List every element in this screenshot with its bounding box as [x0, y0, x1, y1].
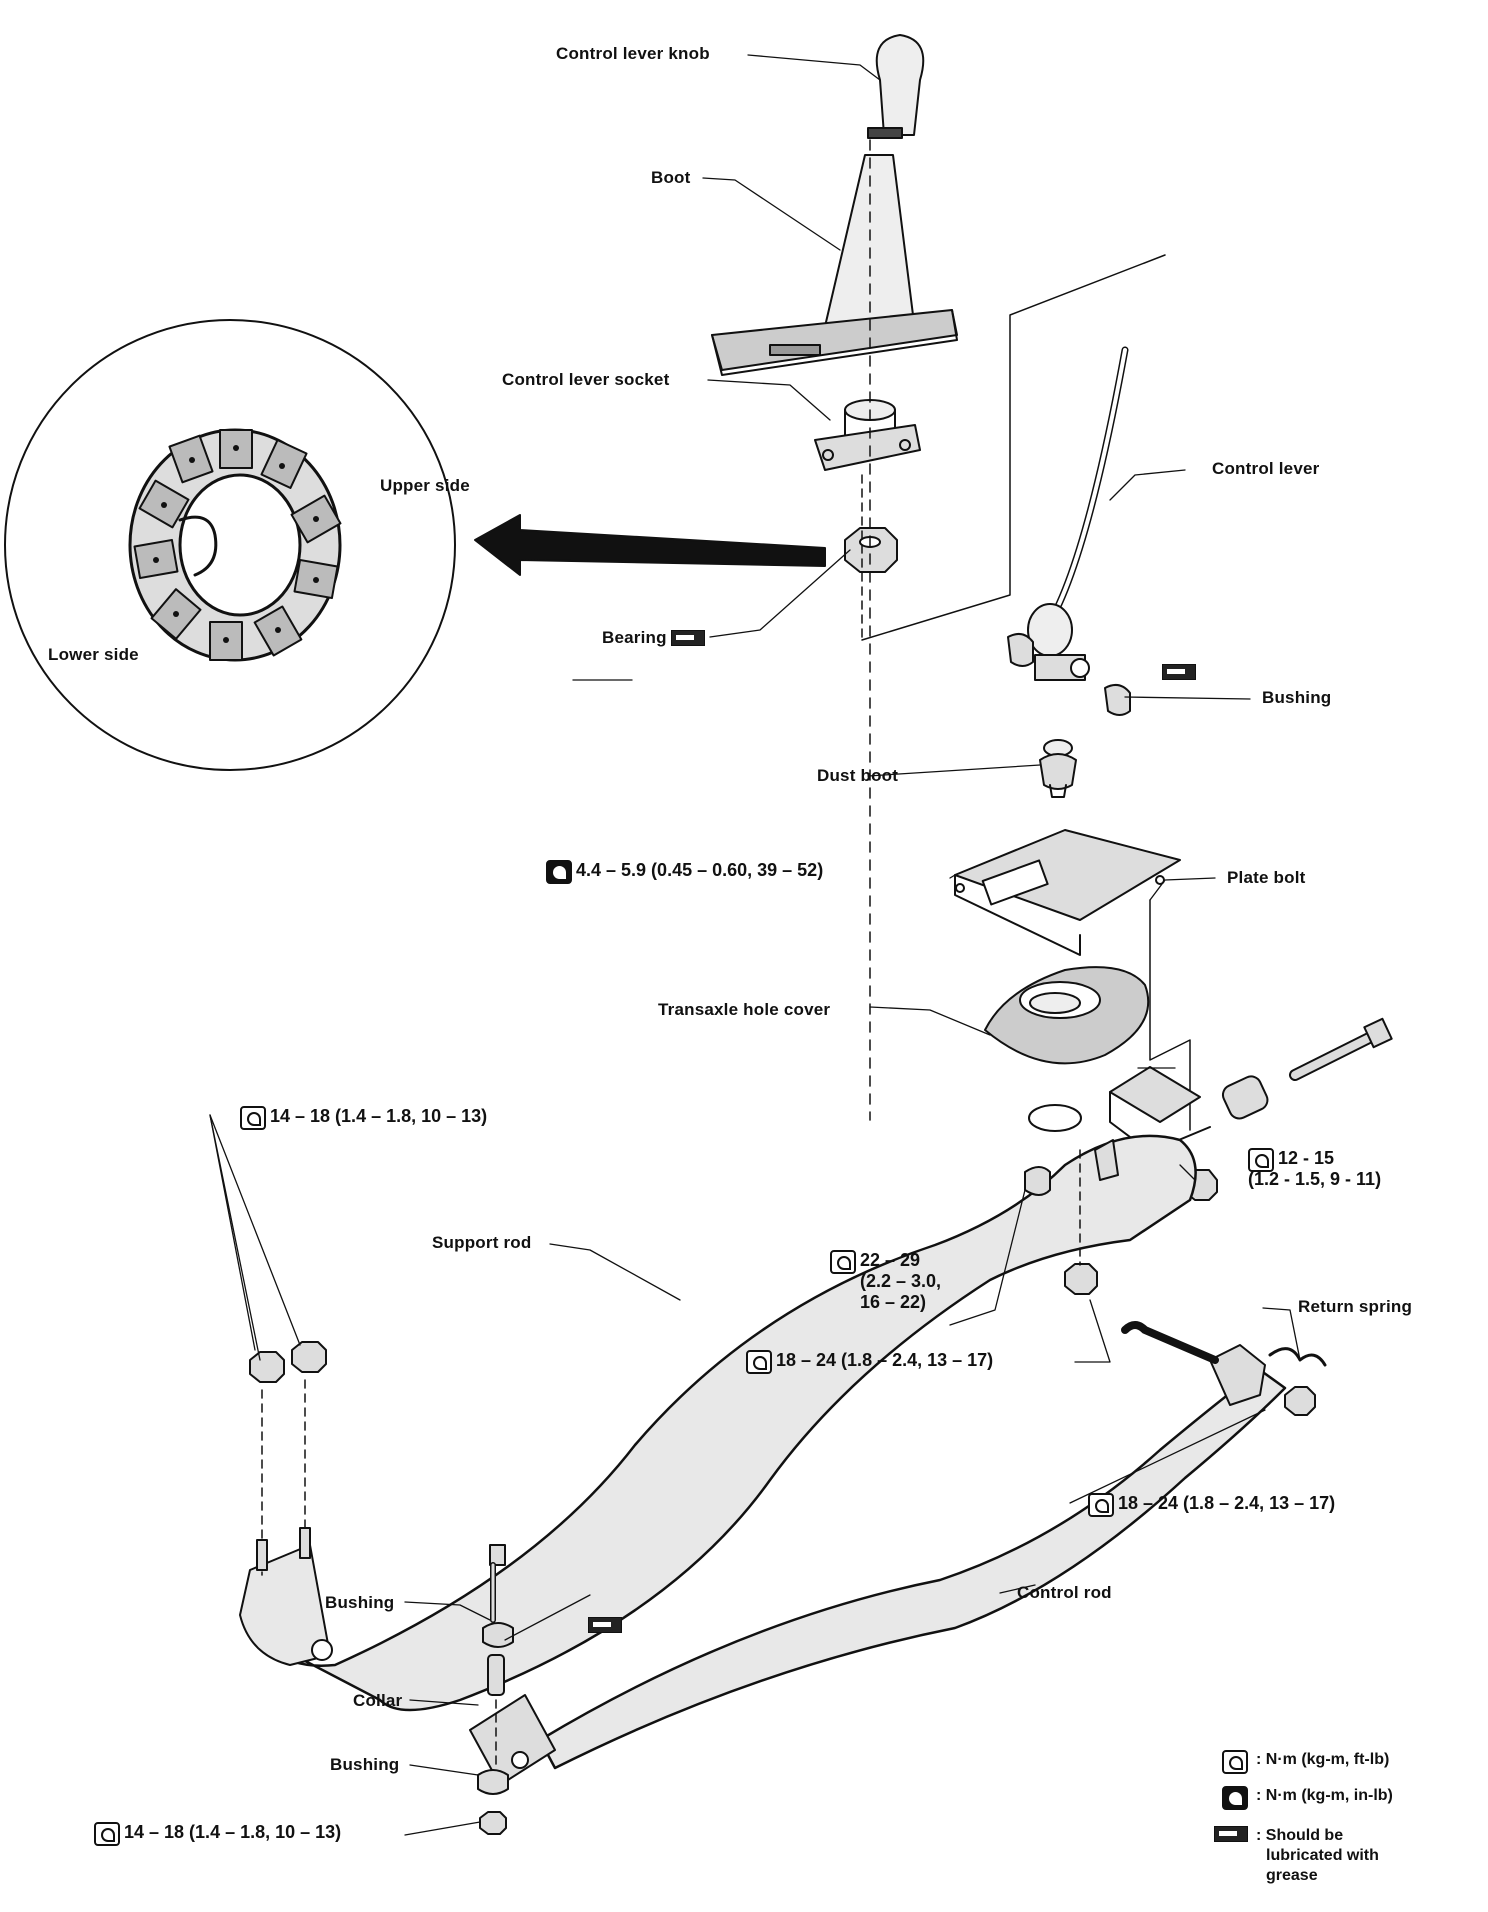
label-bushing-upper: Bushing	[325, 1593, 395, 1612]
torque-support-rod-line1: 22 – 29	[860, 1250, 921, 1270]
torque-wrench-icon	[94, 1822, 120, 1846]
legend-nm-inlb-text: : N·m (kg-m, in-lb)	[1256, 1787, 1393, 1804]
legend-nm-ftlb-text: : N·m (kg-m, ft-lb)	[1256, 1751, 1390, 1768]
torque-support-nuts: 14 – 18 (1.4 – 1.8, 10 – 13)	[240, 1106, 487, 1130]
grease-icon	[670, 630, 705, 646]
torque-plate-bolt: 4.4 – 5.9 (0.45 – 0.60, 39 – 52)	[546, 860, 823, 884]
label-bearing: Bearing	[602, 628, 705, 648]
label-bushing-lower: Bushing	[330, 1755, 400, 1774]
view-arrow-icon	[474, 514, 826, 576]
label-control-lever-knob: Control lever knob	[556, 44, 710, 63]
label-lower-side: Lower side	[48, 645, 139, 664]
torque-wrench-filled-icon	[1222, 1786, 1248, 1810]
dust-boot	[1039, 739, 1077, 798]
grease-icon	[588, 1617, 622, 1633]
torque-wrench-icon	[1222, 1750, 1248, 1774]
control-rod	[469, 1321, 1327, 1786]
torque-lower-nut: 18 – 24 (1.8 – 2.4, 13 – 17)	[746, 1350, 993, 1374]
torque-bracket-nut: 12 - 15 (1.2 - 1.5, 9 - 11)	[1248, 1148, 1381, 1190]
leader-lines	[209, 54, 1301, 1836]
support-rod	[239, 1104, 1197, 1712]
bearing-detail-view	[4, 319, 456, 771]
torque-wrench-icon	[746, 1350, 772, 1374]
lower-bolt-stack	[477, 1544, 514, 1835]
torque-control-rod-nut: 18 – 24 (1.8 – 2.4, 13 – 17)	[1088, 1493, 1335, 1517]
torque-wrench-icon	[1248, 1148, 1274, 1172]
label-transaxle-hole-cover: Transaxle hole cover	[658, 1000, 831, 1019]
control-lever	[1007, 346, 1131, 716]
label-control-lever-socket: Control lever socket	[502, 370, 670, 389]
legend-grease: : Should be lubricated with grease	[1214, 1826, 1379, 1886]
bearing	[844, 527, 898, 573]
torque-support-nuts-value: 14 – 18 (1.4 – 1.8, 10 – 13)	[270, 1106, 488, 1126]
legend-grease-line1: : Should be	[1256, 1827, 1344, 1844]
label-control-lever: Control lever	[1212, 459, 1320, 478]
label-plate-bolt: Plate bolt	[1227, 868, 1306, 887]
torque-support-rod-line3: 16 – 22)	[860, 1292, 927, 1312]
control-lever-socket	[814, 399, 921, 471]
support-rod-nuts	[249, 1341, 327, 1576]
torque-bottom-nut: 14 – 18 (1.4 – 1.8, 10 – 13)	[94, 1822, 341, 1846]
boot	[711, 154, 958, 376]
label-control-rod: Control rod	[1017, 1583, 1112, 1602]
torque-bracket-line1: 12 - 15	[1278, 1148, 1335, 1168]
label-boot: Boot	[651, 168, 691, 187]
legend-nm-ftlb: : N·m (kg-m, ft-lb)	[1222, 1750, 1389, 1774]
torque-wrench-icon	[240, 1106, 266, 1130]
torque-wrench-filled-icon	[546, 860, 572, 884]
torque-bottom-nut-value: 14 – 18 (1.4 – 1.8, 10 – 13)	[124, 1822, 342, 1842]
support-rod-bolt	[1024, 1166, 1051, 1196]
legend-grease-line2: lubricated with	[1266, 1847, 1379, 1864]
label-dust-boot: Dust boot	[817, 766, 899, 785]
torque-support-rod-bolt: 22 – 29 (2.2 – 3.0, 16 – 22)	[830, 1250, 941, 1313]
label-bushing-top: Bushing	[1262, 688, 1332, 707]
control-lever-knob	[867, 34, 925, 139]
torque-wrench-icon	[830, 1250, 856, 1274]
torque-lower-nut-value: 18 – 24 (1.8 – 2.4, 13 – 17)	[776, 1350, 994, 1370]
bearing-label-text: Bearing	[602, 628, 667, 647]
torque-control-rod-nut-value: 18 – 24 (1.8 – 2.4, 13 – 17)	[1118, 1493, 1336, 1513]
torque-bracket-line2: (1.2 - 1.5, 9 - 11)	[1248, 1169, 1382, 1189]
lower-nut	[1064, 1263, 1098, 1295]
grease-icon	[1214, 1826, 1248, 1842]
transaxle-hole-cover	[984, 966, 1150, 1065]
grease-icon	[1162, 664, 1196, 680]
plate	[954, 829, 1181, 956]
label-return-spring: Return spring	[1298, 1297, 1413, 1316]
torque-plate-bolt-value: 4.4 – 5.9 (0.45 – 0.60, 39 – 52)	[576, 860, 824, 880]
legend-grease-line3: grease	[1266, 1867, 1318, 1884]
label-collar: Collar	[353, 1691, 403, 1710]
torque-support-rod-line2: (2.2 – 3.0,	[860, 1271, 942, 1291]
torque-wrench-icon	[1088, 1493, 1114, 1517]
label-upper-side: Upper side	[380, 476, 470, 495]
label-support-rod: Support rod	[432, 1233, 532, 1252]
legend-nm-inlb: : N·m (kg-m, in-lb)	[1222, 1786, 1393, 1810]
